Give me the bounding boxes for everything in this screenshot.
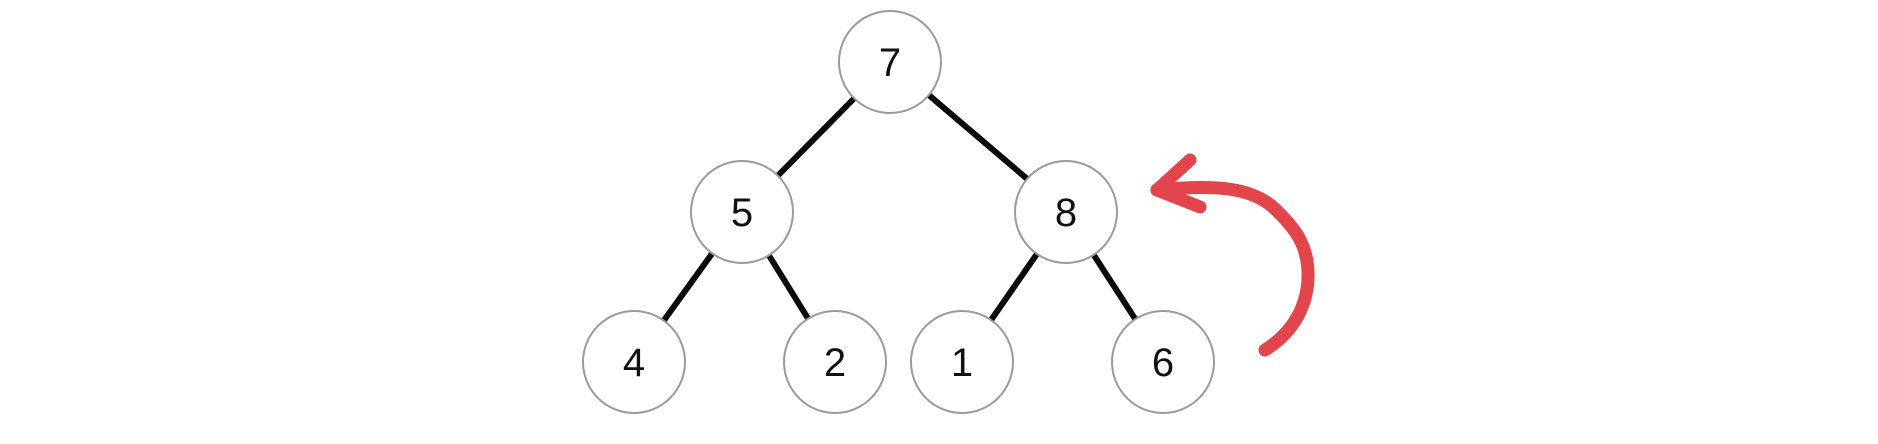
tree-node-2[interactable]: 2: [783, 310, 887, 414]
tree-edges-group: [660, 92, 1139, 324]
tree-node-label-4: 4: [623, 341, 645, 385]
tree-node-4[interactable]: 4: [582, 310, 686, 414]
tree-node-label-6: 6: [1152, 341, 1174, 385]
tree-node-label-2: 2: [824, 341, 846, 385]
tree-node-circle-7[interactable]: [838, 10, 942, 114]
tree-edge-root-n5: [774, 95, 858, 179]
tree-edge-n8-n6: [1090, 251, 1139, 323]
tree-node-6[interactable]: 6: [1111, 310, 1215, 414]
tree-node-circle-8[interactable]: [1014, 160, 1118, 264]
tree-edge-n5-n4: [660, 250, 716, 324]
annotation-arrow-group: [1150, 153, 1315, 357]
tree-node-circle-2[interactable]: [783, 310, 887, 414]
tree-node-label-5: 5: [731, 191, 753, 235]
tree-node-circle-1[interactable]: [910, 310, 1014, 414]
tree-node-8[interactable]: 8: [1014, 160, 1118, 264]
annotation-arrowhead-lower: [1150, 183, 1207, 214]
tree-node-7[interactable]: 7: [838, 10, 942, 114]
tree-node-5[interactable]: 5: [690, 160, 794, 264]
tree-node-circle-5[interactable]: [690, 160, 794, 264]
annotation-arrow-curve: [1150, 180, 1315, 357]
tree-node-1[interactable]: 1: [910, 310, 1014, 414]
tree-node-circle-4[interactable]: [582, 310, 686, 414]
tree-nodes-group: 7 5 8 4 2 1 6: [582, 10, 1215, 414]
tree-node-label-1: 1: [951, 341, 973, 385]
tree-edge-n8-n1: [988, 250, 1040, 324]
tree-node-label-7: 7: [879, 41, 901, 85]
tree-node-circle-6[interactable]: [1111, 310, 1215, 414]
tree-edge-n5-n2: [765, 252, 812, 322]
tree-edge-root-n8: [925, 92, 1031, 182]
annotation-arrowhead-upper: [1150, 153, 1197, 197]
tree-node-label-8: 8: [1055, 191, 1077, 235]
